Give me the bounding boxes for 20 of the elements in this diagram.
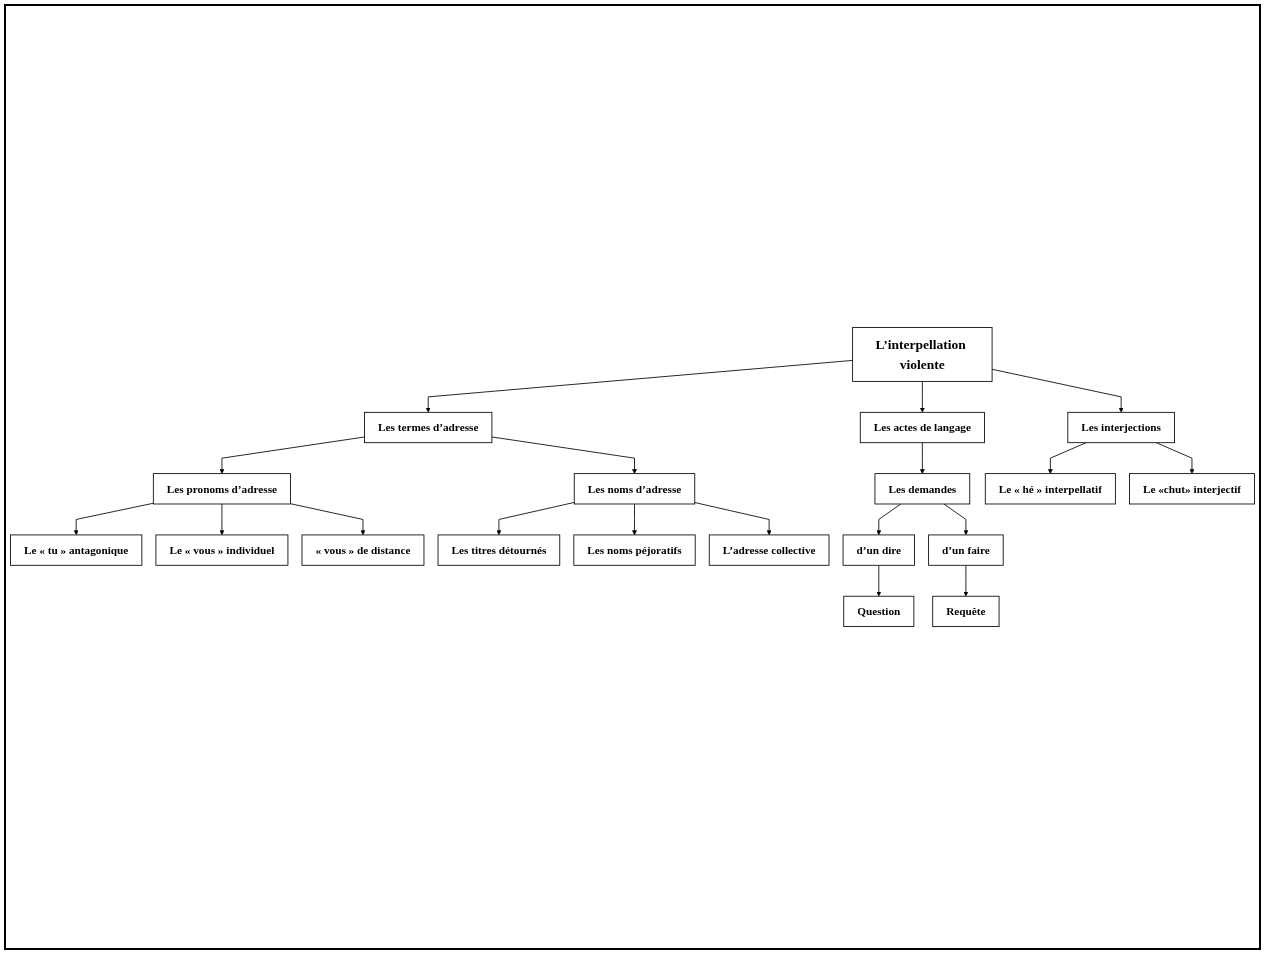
- node-box: [155, 534, 289, 566]
- node-box: [932, 595, 1000, 627]
- node-box: [984, 473, 1116, 505]
- node-box: [573, 473, 696, 505]
- node-box: [364, 411, 493, 444]
- node-box: [437, 534, 561, 566]
- node-box: [843, 595, 915, 627]
- node-box: [1129, 473, 1255, 505]
- node-box: [852, 327, 993, 382]
- node-box: [859, 411, 985, 444]
- diagram-frame: L’interpellation violente Les termes d’adresse Les actes de langage Les interjections Les pronoms d’adresse Les noms d’adresse Les demandes Le « hé » interpellatif Le «chut» interjectif Le « tu » antagonique Le « vous » individuel « vous » de distance Les titres détournés Les noms péjoratifs L’adresse collective d’un dire d’un faire Question Requête: [4, 4, 1261, 950]
- node-box: [573, 534, 696, 566]
- node-box: [842, 534, 915, 566]
- node-box: [928, 534, 1004, 566]
- node-box: [10, 534, 143, 566]
- node-box: [1067, 411, 1175, 444]
- node-box: [874, 473, 971, 505]
- node-box: [301, 534, 425, 566]
- node-box: [708, 534, 830, 566]
- node-box: [152, 473, 291, 505]
